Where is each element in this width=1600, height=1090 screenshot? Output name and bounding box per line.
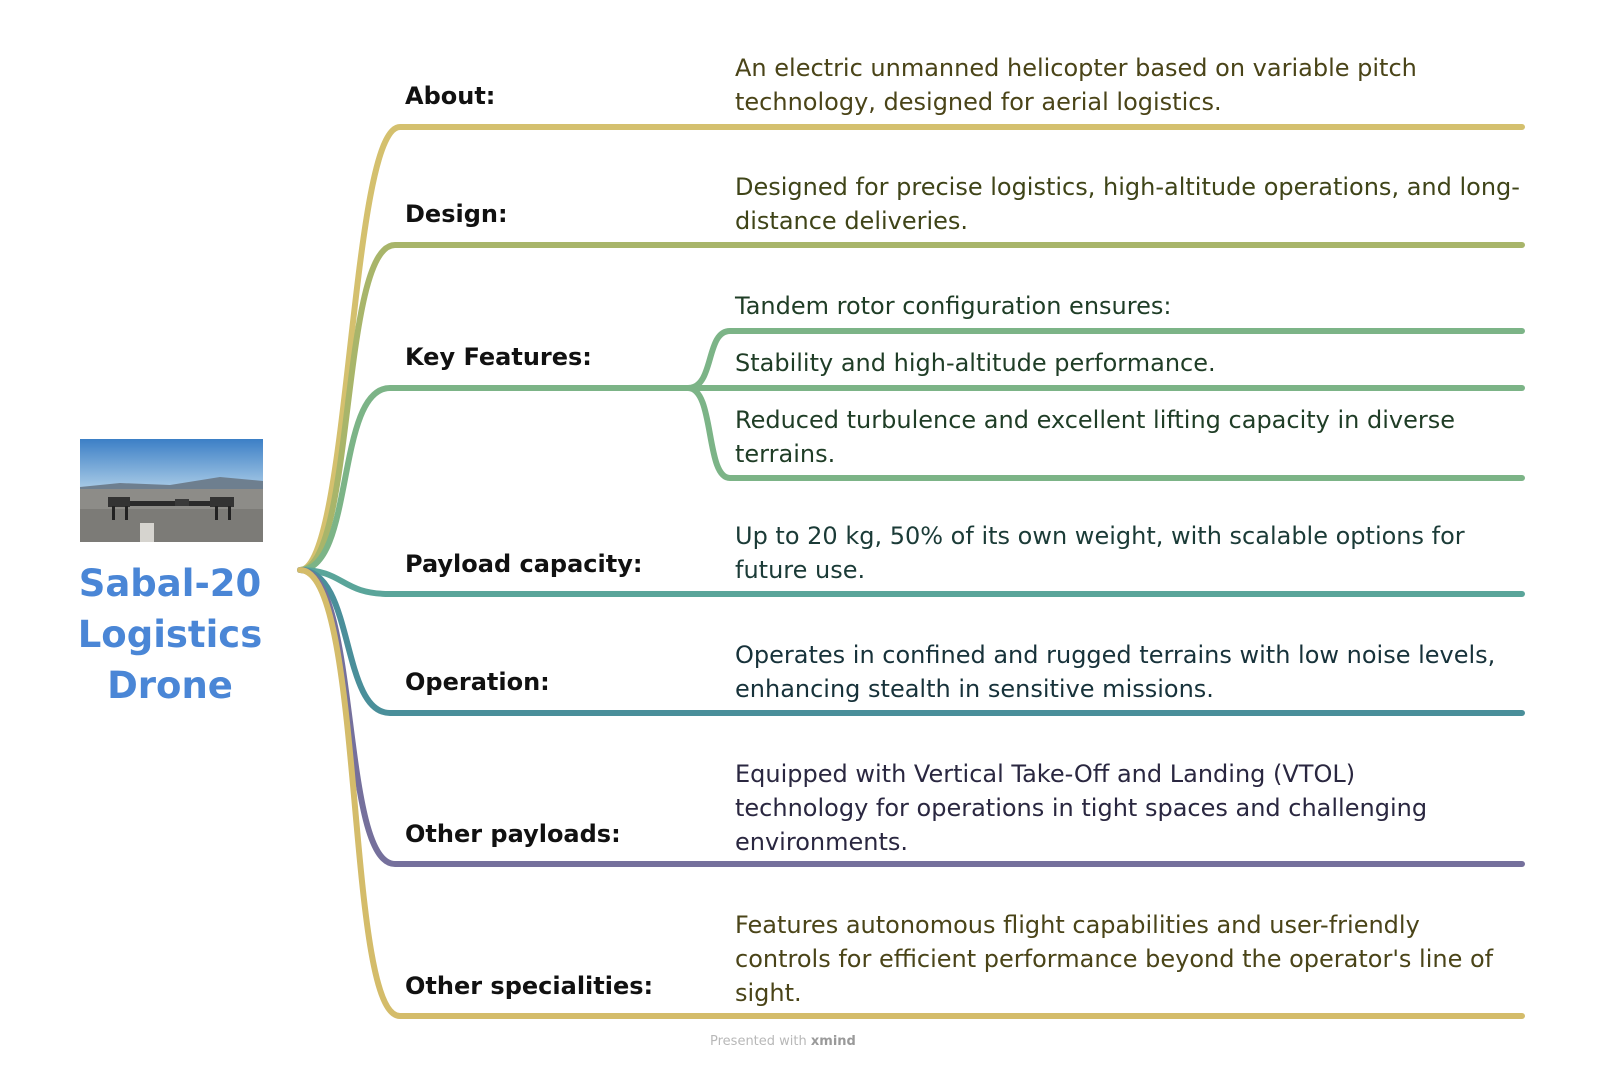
branch-about-line bbox=[297, 124, 1525, 573]
branch-text-design: Designed for precise logistics, high-alt… bbox=[735, 173, 1520, 235]
central-topic-line-3: Drone bbox=[107, 664, 233, 707]
drone-photo bbox=[80, 439, 263, 542]
branch-label-operation: Operation: bbox=[405, 668, 550, 696]
footer-brand: xmind bbox=[810, 1034, 856, 1049]
branch-other-specialities-line bbox=[297, 567, 1525, 1019]
branch-text-about: An electric unmanned helicopter based on… bbox=[735, 54, 1417, 116]
branch-label-other-payloads: Other payloads: bbox=[405, 820, 621, 848]
branch-text-other-specialities: Features autonomous flight capabilities … bbox=[735, 911, 1494, 1007]
footer-credit: Presented with xmind bbox=[710, 1034, 856, 1049]
branch-text-key-features-2: Stability and high-altitude performance. bbox=[735, 349, 1216, 377]
central-topic-line-1: Sabal-20 bbox=[78, 562, 262, 605]
central-topic-line-2: Logistics bbox=[77, 613, 263, 656]
branch-label-other-specialities: Other specialities: bbox=[405, 972, 654, 1000]
branch-text-operation: Operates in confined and rugged terrains… bbox=[735, 641, 1496, 703]
branch-label-design: Design: bbox=[405, 200, 508, 228]
branch-design-line bbox=[297, 242, 1525, 573]
central-topic: Sabal-20 Logistics Drone bbox=[70, 558, 270, 711]
footer-prefix: Presented with bbox=[710, 1034, 807, 1049]
branch-operation-line bbox=[297, 567, 1525, 716]
branch-text-other-payloads: Equipped with Vertical Take-Off and Land… bbox=[735, 760, 1428, 856]
branch-key-features-line bbox=[297, 328, 1525, 573]
branch-text-payload-capacity: Up to 20 kg, 50% of its own weight, with… bbox=[735, 522, 1465, 584]
branch-text-key-features-1: Tandem rotor configuration ensures: bbox=[735, 292, 1172, 320]
branch-label-key-features: Key Features: bbox=[405, 343, 592, 371]
branch-label-payload-capacity: Payload capacity: bbox=[405, 550, 643, 578]
branch-text-key-features-3: Reduced turbulence and excellent lifting… bbox=[735, 406, 1455, 468]
branch-label-about: About: bbox=[405, 82, 496, 110]
